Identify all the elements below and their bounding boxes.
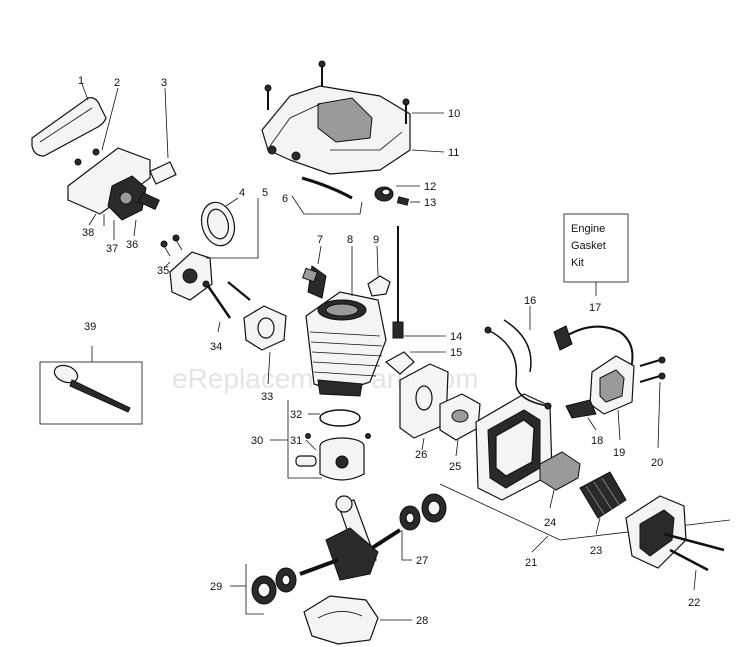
part-decompression-valve[interactable] — [367, 275, 391, 297]
engine-gasket-kit-box[interactable]: Engine Gasket Kit — [563, 213, 629, 283]
callout-19: 19 — [613, 447, 625, 459]
kit-line-2: Gasket — [571, 240, 606, 252]
part-crankcase-bottom[interactable] — [303, 595, 379, 645]
part-top-cover[interactable] — [261, 85, 411, 175]
callout-31: 31 — [290, 435, 302, 447]
callout-18: 18 — [591, 435, 603, 447]
part-ignition-module[interactable] — [553, 325, 635, 415]
part-spacer-15[interactable] — [384, 351, 415, 375]
callout-35: 35 — [157, 265, 169, 277]
callout-16: 16 — [524, 295, 536, 307]
callout-13: 13 — [424, 197, 436, 209]
callout-1: 1 — [78, 75, 84, 87]
callout-3: 3 — [161, 77, 167, 89]
part-mesh-screen[interactable] — [579, 471, 627, 519]
callout-4: 4 — [239, 187, 245, 199]
kit-line-3: Kit — [571, 257, 584, 269]
callout-labels: 1 2 3 4 5 6 7 8 9 10 11 12 13 14 15 16 1… — [78, 75, 700, 627]
callout-24: 24 — [544, 517, 556, 529]
part-piston[interactable] — [295, 433, 371, 481]
callout-2: 2 — [114, 77, 120, 89]
callout-9: 9 — [373, 234, 379, 246]
callout-36: 36 — [126, 239, 138, 251]
part-gasket-25[interactable] — [439, 393, 481, 441]
callout-11: 11 — [448, 147, 459, 159]
part-ignition-screws[interactable] — [639, 356, 666, 383]
part-spark-arrestor[interactable] — [539, 451, 581, 491]
part-intake-gasket[interactable] — [197, 199, 239, 250]
part-impulse-hose[interactable] — [301, 176, 353, 200]
callout-7: 7 — [317, 234, 323, 246]
part-exhaust-gasket[interactable] — [243, 305, 287, 351]
callout-5: 5 — [262, 187, 268, 199]
part-air-filter-cover[interactable] — [31, 97, 107, 157]
callout-23: 23 — [590, 545, 602, 557]
part-ignition-wire[interactable] — [484, 319, 552, 410]
callout-26: 26 — [415, 449, 427, 461]
part-crank-bearings-right[interactable] — [399, 493, 447, 531]
callout-6: 6 — [282, 193, 288, 205]
callout-33: 33 — [261, 391, 273, 403]
callout-14: 14 — [450, 331, 462, 343]
part-muffler-cover[interactable] — [625, 495, 725, 572]
callout-37: 37 — [106, 243, 118, 255]
part-grommet[interactable] — [374, 186, 410, 206]
callout-22: 22 — [688, 597, 700, 609]
callout-29: 29 — [210, 581, 222, 593]
part-crankshaft[interactable] — [299, 495, 402, 581]
part-combination-wrench[interactable] — [39, 361, 143, 425]
part-piston-ring[interactable] — [319, 409, 361, 427]
callout-15: 15 — [450, 347, 462, 359]
part-carburetor-assembly[interactable] — [67, 147, 177, 234]
part-cylinder[interactable] — [305, 291, 387, 397]
callout-21: 21 — [525, 557, 537, 569]
part-rod-14[interactable] — [392, 226, 404, 339]
callout-10: 10 — [448, 108, 460, 120]
part-bolt-34[interactable] — [202, 280, 232, 319]
part-cover-screws[interactable] — [264, 60, 410, 124]
callout-28: 28 — [416, 615, 428, 627]
part-bracket-18[interactable] — [565, 399, 597, 419]
callout-27: 27 — [416, 555, 428, 567]
callout-8: 8 — [347, 234, 353, 246]
part-spark-plug[interactable] — [302, 265, 327, 299]
callout-39: 39 — [84, 321, 96, 333]
callout-38: 38 — [82, 227, 94, 239]
callout-30: 30 — [251, 435, 263, 447]
callout-17: 17 — [589, 302, 601, 314]
callout-32: 32 — [290, 409, 302, 421]
callout-25: 25 — [449, 461, 461, 473]
callout-34: 34 — [210, 341, 222, 353]
kit-line-1: Engine — [571, 223, 605, 235]
part-muffler-body[interactable] — [475, 393, 553, 501]
callout-12: 12 — [424, 181, 436, 193]
part-intake-manifold[interactable] — [160, 234, 213, 301]
callout-20: 20 — [651, 457, 663, 469]
part-crank-bearings-left[interactable] — [251, 567, 297, 605]
